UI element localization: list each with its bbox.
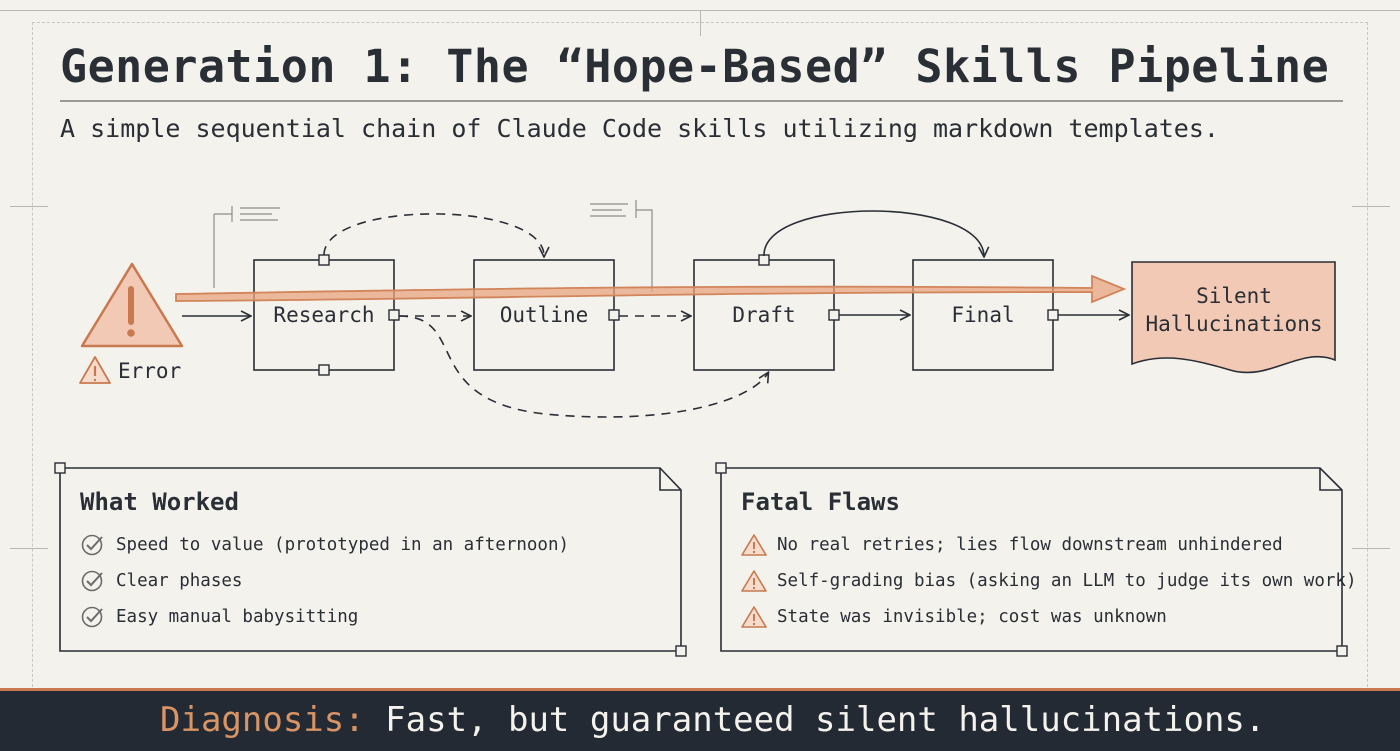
worked-item: Speed to value (prototyped in an afterno… (80, 533, 569, 557)
diagnosis-lead: Diagnosis: (160, 700, 365, 740)
check-circle-icon (81, 606, 103, 628)
left-tick-upper (10, 206, 48, 207)
worked-panel-title: What Worked (80, 488, 239, 516)
flaw-item-text: State was invisible; cost was unknown (777, 607, 1167, 627)
hallucinations-label-line2: Hallucinations (1145, 312, 1323, 336)
final-label: Final (951, 303, 1015, 327)
outline-node (473, 259, 615, 371)
flaw-item-text: Self-grading bias (asking an LLM to judg… (777, 571, 1357, 591)
draft-node (693, 259, 835, 371)
flaw-item-text: No real retries; lies flow downstream un… (777, 535, 1283, 555)
right-tick-lower (1352, 548, 1390, 549)
research-label: Research (273, 303, 375, 327)
error-warning-icon (80, 262, 184, 348)
warning-triangle-icon (741, 534, 767, 556)
check-circle-icon (81, 570, 103, 592)
annotation-mark-left (213, 206, 280, 288)
check-circle-icon (81, 534, 103, 556)
error-small-warning-icon (79, 356, 111, 384)
right-tick-upper (1352, 206, 1390, 207)
hallucinations-label: Silent Hallucinations (1132, 282, 1336, 338)
draft-label: Draft (732, 303, 796, 327)
final-node (912, 259, 1054, 371)
annotation-mark-right (590, 200, 653, 292)
worked-item: Clear phases (80, 569, 242, 593)
diagnosis-body: Fast, but guaranteed silent hallucinatio… (364, 700, 1266, 740)
flaw-item: State was invisible; cost was unknown (741, 605, 1167, 629)
flaw-item: Self-grading bias (asking an LLM to judg… (741, 569, 1356, 593)
hallucinations-label-line1: Silent (1196, 284, 1272, 308)
worked-item-text: Clear phases (116, 571, 243, 591)
left-tick-lower (10, 548, 48, 549)
hallucination-flow-arrow (175, 274, 1127, 304)
title-underline (60, 100, 1343, 102)
worked-item: Easy manual babysitting (80, 605, 358, 629)
top-center-tick (700, 10, 701, 36)
hallucinations-node (1131, 261, 1336, 374)
worked-panel-frame (59, 467, 682, 652)
flaw-item: No real retries; lies flow downstream un… (741, 533, 1283, 557)
worked-item-text: Speed to value (prototyped in an afterno… (116, 535, 570, 555)
page-title: Generation 1: The “Hope-Based” Skills Pi… (60, 40, 1330, 93)
page-subtitle: A simple sequential chain of Claude Code… (60, 114, 1219, 143)
warning-triangle-icon (741, 570, 767, 592)
diagnosis-text: Diagnosis: Fast, but guaranteed silent h… (160, 700, 1265, 740)
warning-triangle-icon (741, 606, 767, 628)
flaws-panel-title: Fatal Flaws (741, 488, 900, 516)
flaws-panel-frame (720, 467, 1343, 652)
worked-item-text: Easy manual babysitting (116, 607, 359, 627)
outline-label: Outline (499, 303, 589, 327)
diagnosis-banner (0, 688, 1400, 751)
error-label: Error (118, 359, 182, 383)
